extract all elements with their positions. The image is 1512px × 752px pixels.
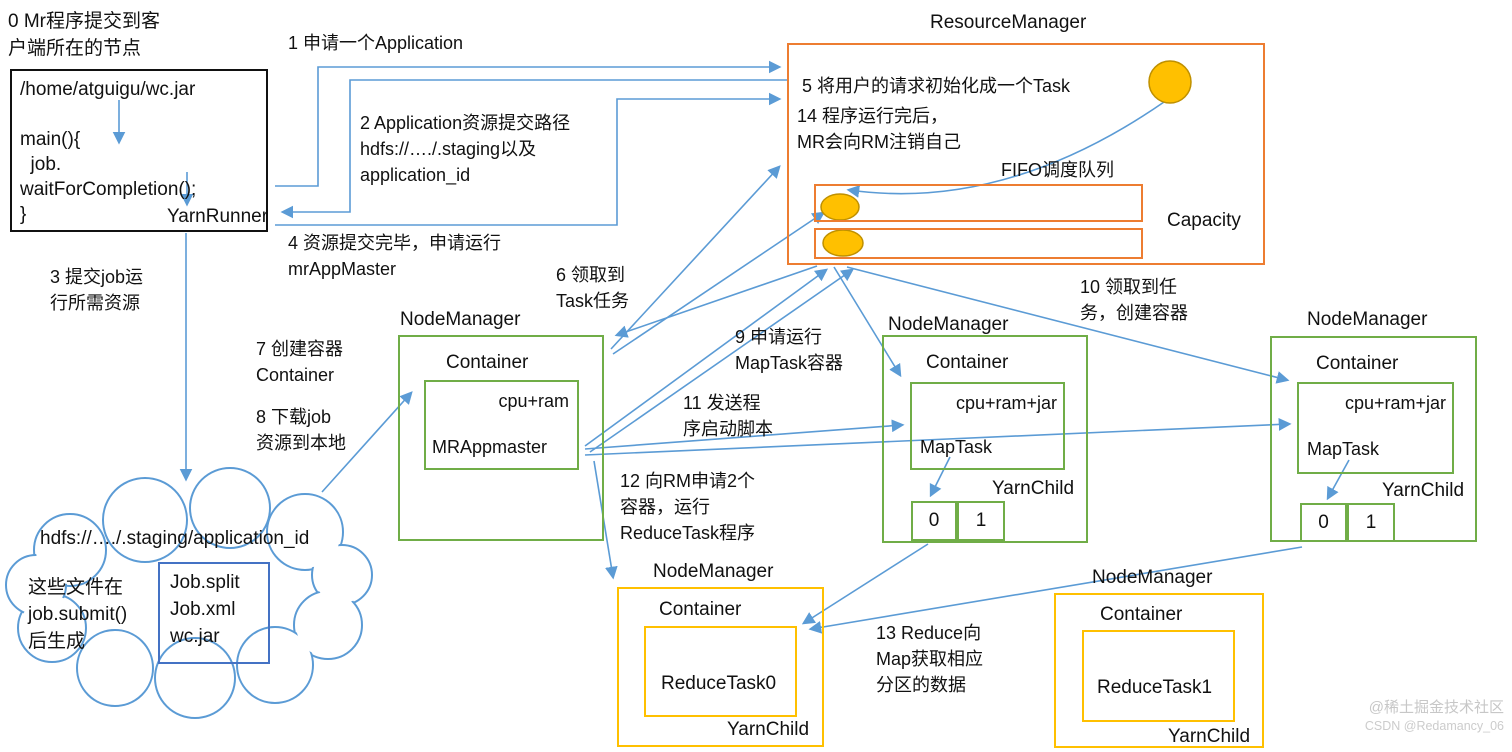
arrow-step2-return-path xyxy=(280,79,787,219)
arrow-appmaster-to-rm-a xyxy=(584,268,829,447)
step14-label: 14 程序运行完后， MR会向RM注销自己 xyxy=(797,106,961,152)
maptask3-label: MapTask xyxy=(1307,439,1380,459)
queue2-token-icon xyxy=(822,229,864,257)
step7-label: 7 创建容器 Container xyxy=(256,339,344,385)
step8-label: 8 下载job 资源到本地 xyxy=(256,407,346,453)
nodemanager3-container-label: Container xyxy=(1316,353,1399,374)
step4-label: 4 资源提交完毕，申请运行 mrAppMaster xyxy=(288,233,502,279)
step6-label: 6 领取到 Task任务 xyxy=(556,265,630,311)
nodemanager2-yarnchild-label: YarnChild xyxy=(992,478,1075,499)
client-code: /home/atguigu/wc.jar main(){ job. waitFo… xyxy=(20,79,197,225)
nodemanager2-resource-label: cpu+ram+jar xyxy=(955,393,1057,413)
arrow-step10-to-nm3 xyxy=(846,266,1290,384)
nodemanager2-box: Container cpu+ram+jar MapTask YarnChild xyxy=(882,335,1088,543)
reducetask1-container-box: ReduceTask1 xyxy=(1082,630,1235,722)
nodemanager1-resource-label: cpu+ram xyxy=(498,391,569,411)
nodemanager3-box: Container cpu+ram+jar MapTask YarnChild xyxy=(1270,336,1477,542)
arrow-step4-submit-done xyxy=(275,92,782,226)
nodemanager3-resource-label: cpu+ram+jar xyxy=(1344,393,1446,413)
nodemanager3-title: NodeManager xyxy=(1307,309,1428,330)
nodemanager5-box: Container ReduceTask1 YarnChild xyxy=(1054,593,1264,748)
resourcemanager-title: ResourceManager xyxy=(930,12,1087,33)
hdfs-staging-path: hdfs://…./.staging/application_id xyxy=(40,528,310,549)
job-files-box: Job.split Job.xml wc.jar xyxy=(158,562,270,664)
nm3-partition-0: 0 xyxy=(1300,503,1347,542)
watermark-line1: @稀土掘金技术社区 xyxy=(1368,699,1504,716)
fifo-queue-slot-1 xyxy=(814,184,1143,222)
nm3-partition-1: 1 xyxy=(1347,503,1395,542)
maptask3-container-box: cpu+ram+jar MapTask xyxy=(1297,382,1454,474)
nodemanager1-box: Container cpu+ram MRAppmaster xyxy=(398,335,604,541)
step10-label: 10 领取到任 务，创建容器 xyxy=(1080,277,1188,323)
step1-label: 1 申请一个Application xyxy=(288,33,464,53)
mrappmaster-label: MRAppmaster xyxy=(432,437,548,457)
maptask2-label: MapTask xyxy=(920,437,993,457)
maptask2-container-box: cpu+ram+jar MapTask xyxy=(910,382,1065,470)
reducetask1-label: ReduceTask1 xyxy=(1097,677,1213,698)
mrappmaster-container-box: cpu+ram MRAppmaster xyxy=(424,380,579,470)
nodemanager4-title: NodeManager xyxy=(653,561,774,582)
nodemanager1-title: NodeManager xyxy=(400,309,521,330)
step0-note: 0 Mr程序提交到客 户端所在的节点 xyxy=(8,11,161,59)
step9-label: 9 申请运行 MapTask容器 xyxy=(735,327,844,373)
arrow-step5-task-to-queue xyxy=(846,101,1165,198)
arrow-step10-to-nm2 xyxy=(833,266,902,378)
nodemanager2-container-label: Container xyxy=(926,352,1009,373)
step3-label: 3 提交job运 行所需资源 xyxy=(50,267,144,313)
arrow-maptask2-partition xyxy=(929,456,951,498)
client-node-box: /home/atguigu/wc.jar main(){ job. waitFo… xyxy=(10,69,268,232)
arrow-step1-apply-application xyxy=(275,60,782,187)
step12-label: 12 向RM申请2个 容器，运行 ReduceTask程序 xyxy=(620,471,756,543)
arrow-step13-fetch-from-nm3 xyxy=(808,546,1303,634)
nodemanager3-yarnchild-label: YarnChild xyxy=(1382,480,1465,501)
nodemanager4-container-label: Container xyxy=(659,599,742,620)
arrow-step9-to-rm xyxy=(610,165,781,350)
nodemanager5-container-label: Container xyxy=(1100,604,1183,625)
capacity-label: Capacity xyxy=(1167,210,1241,231)
job-files-list: Job.split Job.xml wc.jar xyxy=(170,572,240,647)
arrow-step8-download-job xyxy=(321,391,413,493)
arrow-maptask3-partition xyxy=(1326,459,1350,501)
step5-label: 5 将用户的请求初始化成一个Task xyxy=(802,76,1071,96)
fifo-queue-slot-2 xyxy=(814,228,1143,259)
step11-label: 11 发送程 序启动脚本 xyxy=(683,393,773,439)
step2-label: 2 Application资源提交路径 hdfs://…./.staging以及… xyxy=(360,113,571,185)
nodemanager1-container-label: Container xyxy=(446,352,529,373)
nodemanager4-box: Container ReduceTask0 YarnChild xyxy=(617,587,824,747)
nodemanager5-yarnchild-label: YarnChild xyxy=(1168,726,1251,747)
nm2-partition-0: 0 xyxy=(911,501,957,541)
hdfs-note: 这些文件在 job.submit() 后生成 xyxy=(28,577,128,652)
resourcemanager-box: 5 将用户的请求初始化成一个Task 14 程序运行完后， MR会向RM注销自己… xyxy=(787,43,1265,265)
task-token-icon xyxy=(1148,60,1192,104)
arrow-step13-fetch-from-nm2 xyxy=(801,543,929,625)
arrow-step6-get-task xyxy=(614,265,818,338)
nodemanager2-title: NodeManager xyxy=(888,314,1009,335)
reducetask0-label: ReduceTask0 xyxy=(661,673,777,694)
yarnrunner-label: YarnRunner xyxy=(167,206,269,227)
hdfs-cloud-shape xyxy=(5,467,373,719)
nm2-partition-1: 1 xyxy=(957,501,1005,541)
arrow-appmaster-to-rm-b xyxy=(589,268,855,453)
watermark-line2: CSDN @Redamancy_06 xyxy=(1364,719,1504,733)
nodemanager5-title: NodeManager xyxy=(1092,567,1213,588)
arrow-step11-script-nm2 xyxy=(584,419,905,450)
nodemanager4-yarnchild-label: YarnChild xyxy=(727,719,810,740)
arrow-step11-script-nm3 xyxy=(584,418,1292,456)
reducetask0-container-box: ReduceTask0 xyxy=(644,626,797,717)
watermark: @稀土掘金技术社区 CSDN @Redamancy_06 xyxy=(1365,698,1504,735)
step13-label: 13 Reduce向 Map获取相应 分区的数据 xyxy=(876,623,984,695)
fifo-queue-label: FIFO调度队列 xyxy=(1001,160,1114,180)
